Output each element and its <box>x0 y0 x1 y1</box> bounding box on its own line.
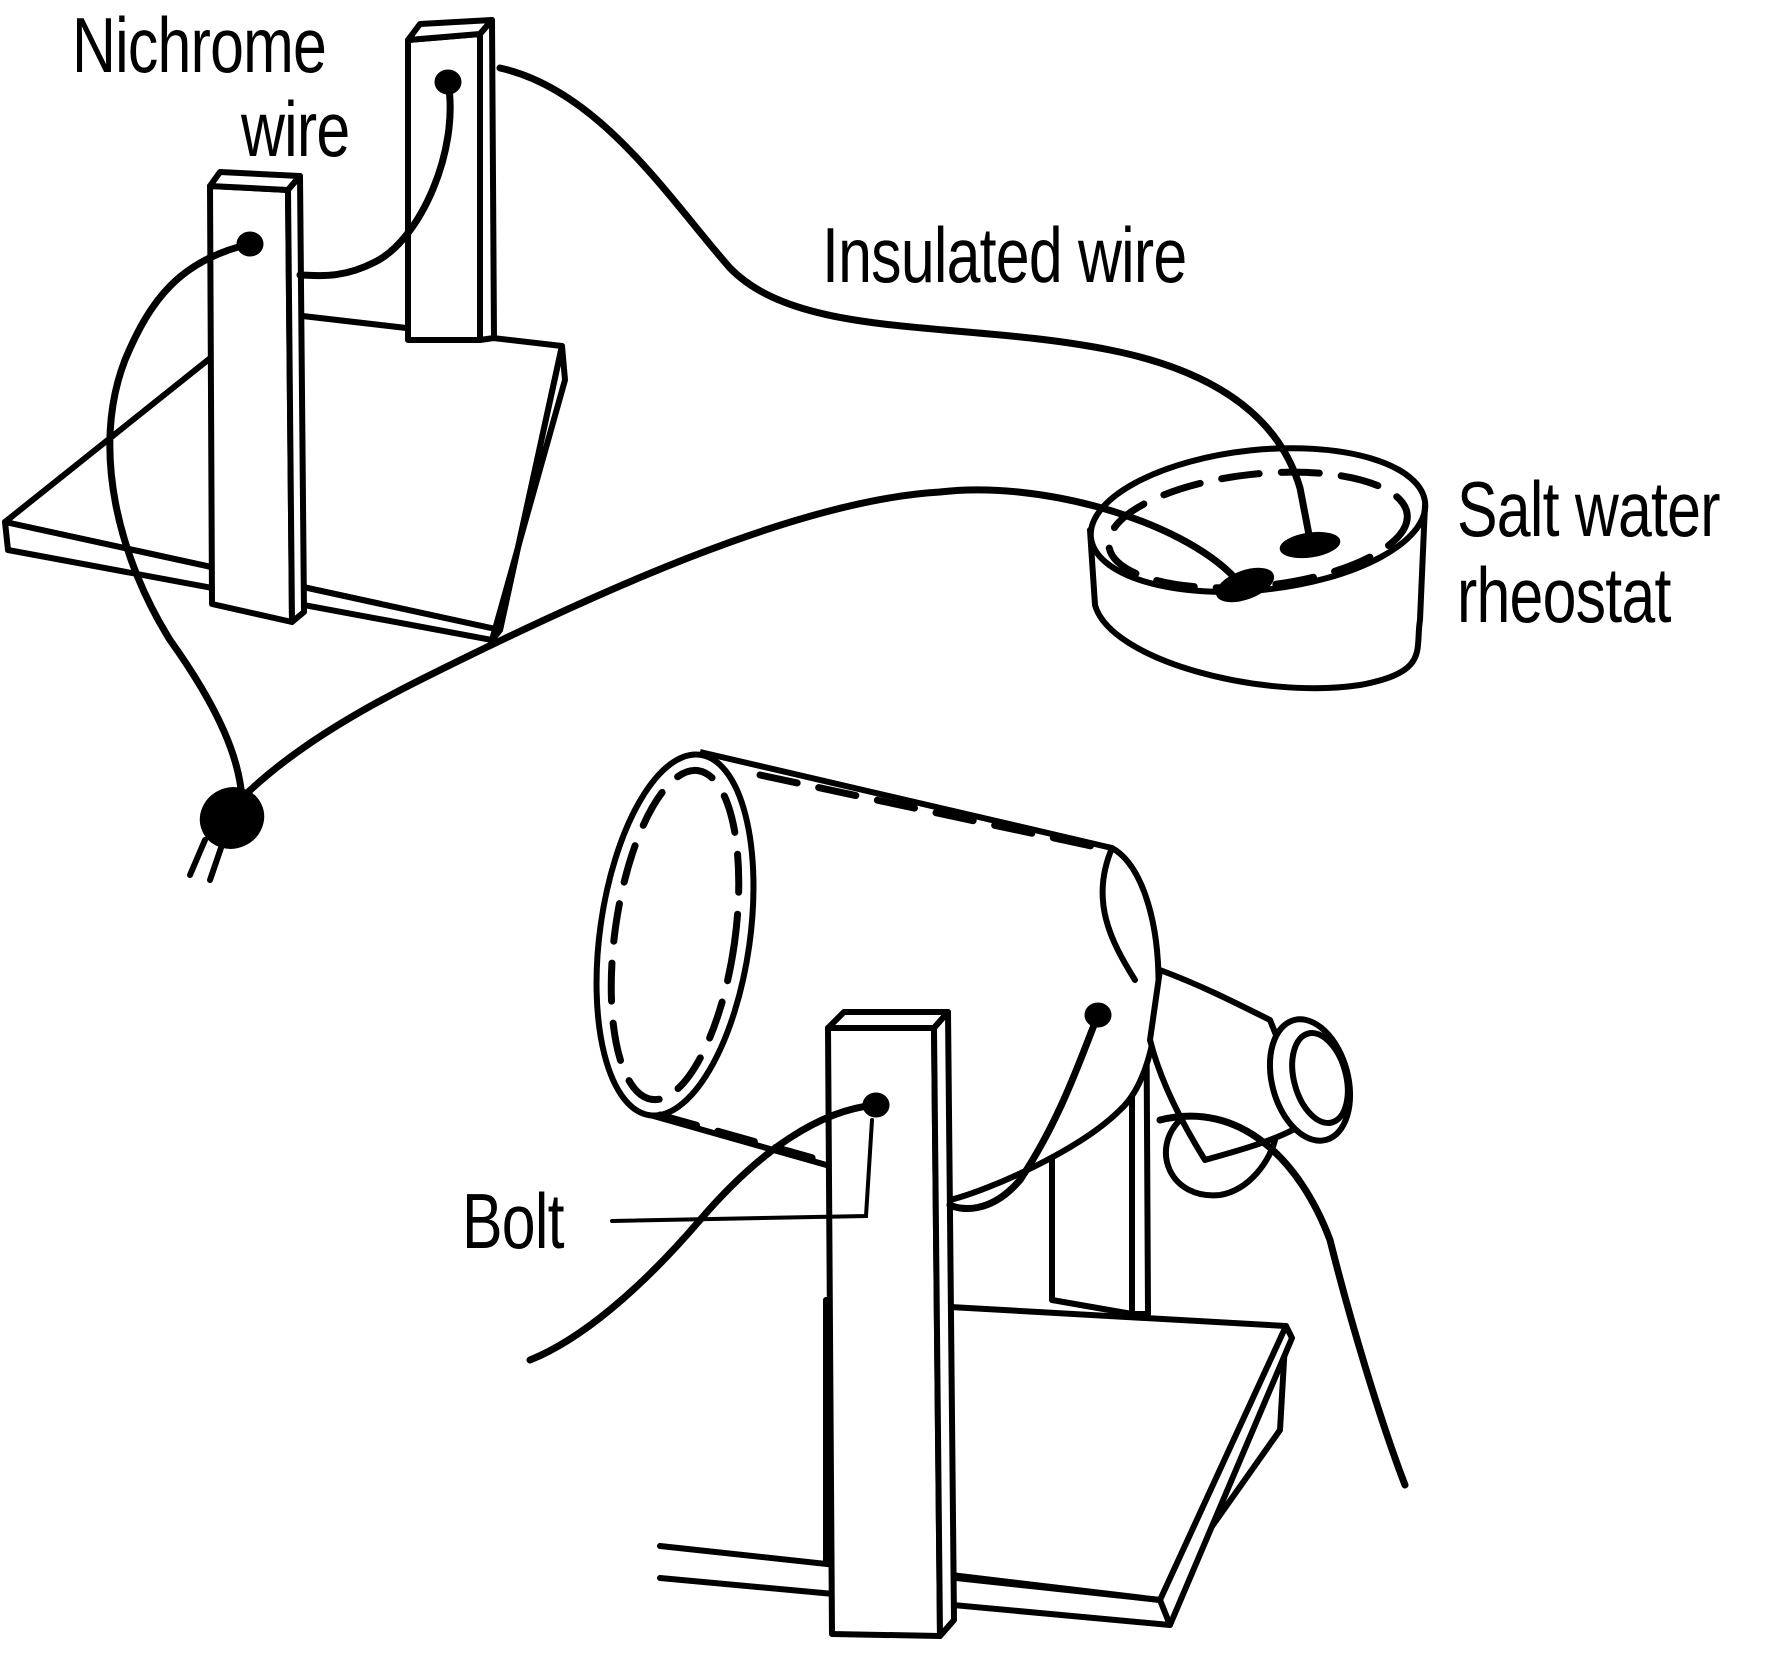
coil-winding-bottom <box>656 1111 824 1164</box>
plug-body <box>199 787 265 849</box>
plug-prong-2 <box>207 842 225 883</box>
nichrome-label-line2: wire <box>241 85 350 173</box>
coil-winding-top <box>756 771 1114 854</box>
bolt-label: Bolt <box>462 1177 564 1265</box>
rheostat-label-line2: rheostat <box>1457 551 1671 639</box>
plug-prong-1 <box>187 837 208 878</box>
dish-water-line <box>1105 468 1411 592</box>
plug-wire-left <box>106 240 254 804</box>
power-plug <box>187 787 265 883</box>
nichrome-wire <box>296 78 454 280</box>
insulated-wire <box>496 64 1314 544</box>
lower-front-post <box>825 1025 943 1639</box>
lower-front-post-top <box>825 1009 951 1031</box>
lower-front-post-group <box>825 1009 957 1639</box>
insulated-wire-label: Insulated wire <box>822 211 1187 299</box>
lower-wire-right <box>1156 1112 1409 1489</box>
front-post-side <box>285 173 307 625</box>
electrode-2 <box>1215 567 1275 603</box>
upper-stand-base-side <box>489 343 568 643</box>
lower-wire-rear <box>946 1011 1102 1212</box>
lower-front-post-side <box>931 1009 957 1639</box>
bolt-leader-line <box>610 1118 874 1223</box>
upper-stand <box>2 17 568 643</box>
neck-loop <box>1162 1117 1278 1199</box>
neck-body <box>1147 967 1313 1163</box>
dish-wall <box>1087 502 1428 692</box>
rear-post-side <box>477 17 497 343</box>
coil-cylinder <box>593 749 1162 1203</box>
neck-opening <box>1289 1030 1351 1126</box>
bottle-neck <box>1147 967 1354 1199</box>
cylinder-shoulder <box>1099 845 1138 983</box>
cylinder-body <box>649 749 1162 1203</box>
rheostat-label-line1: Salt water <box>1457 465 1720 553</box>
cylinder-end-rim <box>607 766 743 1104</box>
electrode-1 <box>1279 531 1341 559</box>
nichrome-label-line1: Nichrome <box>72 1 327 89</box>
rheostat-dish <box>1087 445 1429 692</box>
